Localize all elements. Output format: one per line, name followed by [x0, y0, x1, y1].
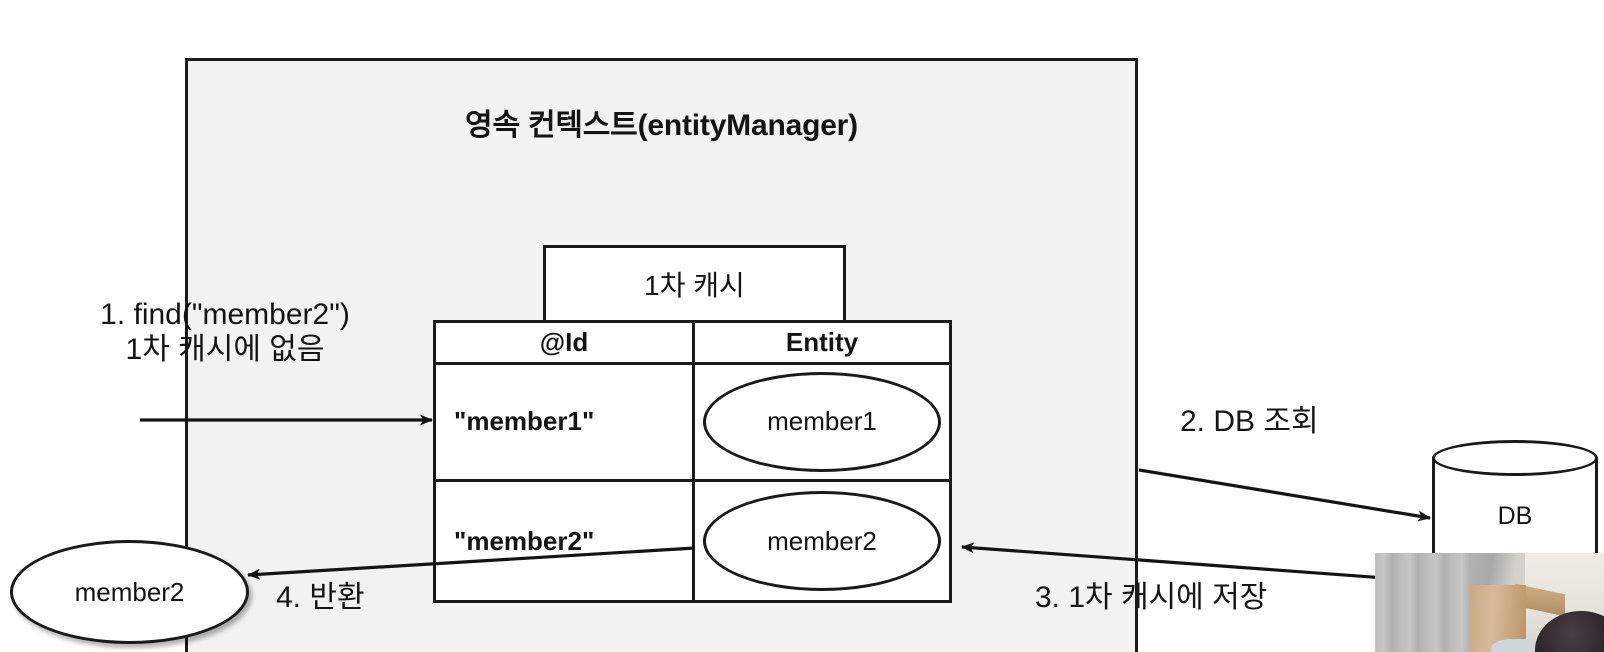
table-row: "member2" member2: [436, 482, 949, 601]
entity-ellipse-member2: member2: [703, 491, 941, 592]
table-header-row: @Id Entity: [436, 323, 949, 365]
first-level-cache-table: @Id Entity "member1" member1 "member2" m…: [433, 320, 952, 603]
annotation-db-query: 2. DB 조회: [1180, 405, 1319, 438]
id-value: "member1": [454, 406, 595, 437]
arrow-db-query: [1138, 468, 1431, 522]
returned-entity-label: member2: [74, 576, 185, 607]
database-label: DB: [1497, 502, 1533, 530]
column-header-entity: Entity: [785, 326, 859, 357]
cylinder-top-ellipse: [1432, 440, 1598, 476]
column-header-id: @Id: [436, 323, 695, 362]
webcam-shoulder: [1491, 639, 1543, 652]
returned-entity-ellipse: member2: [10, 540, 249, 644]
webcam-curtain: [1375, 553, 1471, 652]
table-row: "member1" member1: [436, 364, 949, 483]
persistence-context-title: 영속 컨텍스트(entityManager): [465, 109, 858, 142]
cell-id-member2: "member2": [436, 482, 695, 601]
cell-entity-member2: member2: [695, 482, 949, 600]
cell-entity-member1: member1: [695, 365, 949, 480]
entity-ellipse-member1: member1: [703, 371, 941, 472]
annotation-return-entity: 4. 반환: [276, 581, 365, 614]
webcam-video-overlay[interactable]: [1375, 553, 1604, 652]
first-level-cache-label: 1차 캐시: [644, 270, 745, 301]
entity-label: member2: [767, 525, 877, 556]
cell-id-member1: "member1": [436, 364, 695, 480]
first-level-cache-box: 1차 캐시: [543, 245, 846, 323]
annotation-find-call: 1. find("member2") 1차 캐시에 없음: [100, 298, 350, 367]
annotation-store-in-cache: 3. 1차 캐시에 저장: [1035, 581, 1268, 614]
id-value: "member2": [454, 525, 595, 556]
entity-label: member1: [767, 406, 877, 437]
